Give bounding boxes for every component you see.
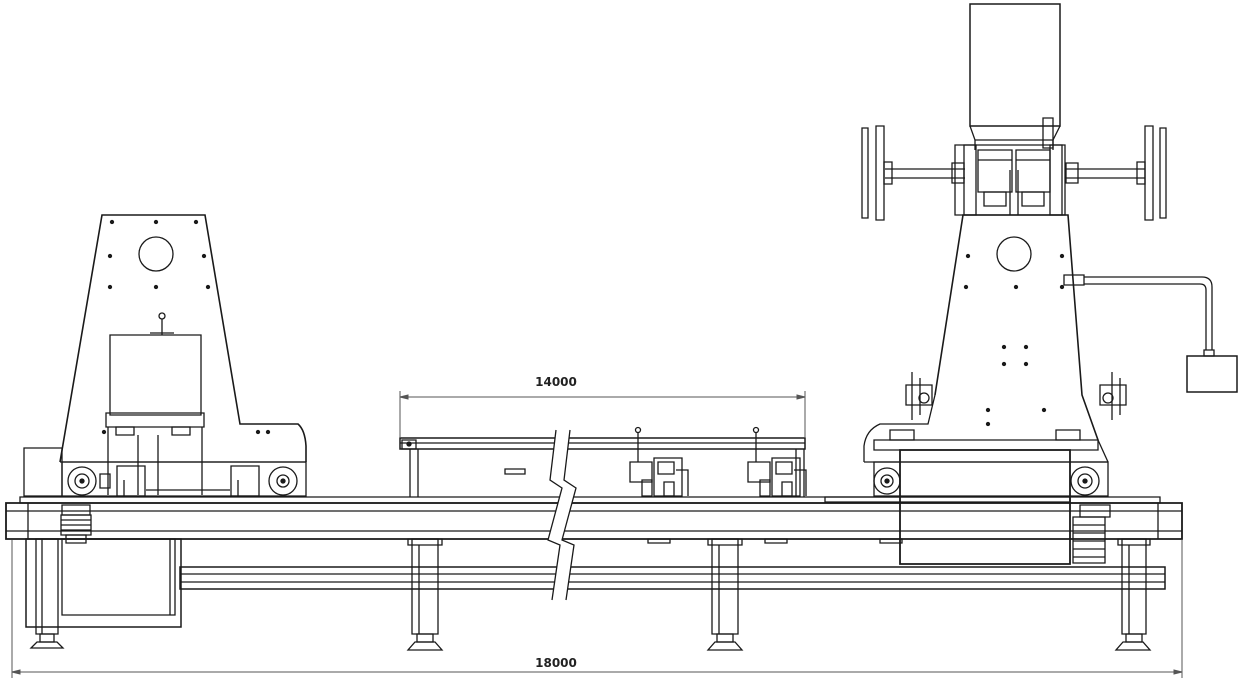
beam-brackets — [648, 539, 902, 543]
support-leg-2 — [408, 539, 442, 650]
right-motor — [1073, 505, 1110, 563]
left-head-carriage — [24, 448, 306, 496]
left-head-housing — [60, 215, 306, 462]
right-head-housing — [864, 215, 1108, 462]
dimension-14000 — [400, 391, 805, 438]
control-box — [1187, 356, 1237, 392]
support-leg-3 — [708, 539, 742, 650]
left-motor — [61, 505, 91, 543]
support-leg-4 — [1116, 539, 1150, 650]
left-saw-blade-arm — [862, 126, 965, 220]
left-frame-box — [26, 539, 181, 627]
right-head-pipe — [1064, 275, 1214, 356]
base-beam — [6, 497, 1182, 539]
clamp-unit-1 — [630, 428, 688, 497]
dimension-label-18000: 18000 — [535, 656, 577, 670]
right-head-spindles — [955, 145, 1065, 215]
clamp-unit-2 — [748, 428, 806, 497]
dimension-label-14000: 14000 — [535, 375, 577, 389]
dimension-18000 — [12, 540, 1182, 678]
left-head-cabinet — [106, 313, 204, 495]
middle-clamp-rail — [400, 438, 805, 497]
right-head-table — [874, 430, 1108, 564]
break-symbol — [548, 430, 576, 600]
right-head-side-clamps — [906, 372, 1126, 420]
right-saw-blade-arm — [1065, 126, 1166, 220]
right-head-hopper — [970, 4, 1060, 150]
lower-rail — [180, 567, 1165, 589]
support-leg-1 — [31, 539, 63, 648]
